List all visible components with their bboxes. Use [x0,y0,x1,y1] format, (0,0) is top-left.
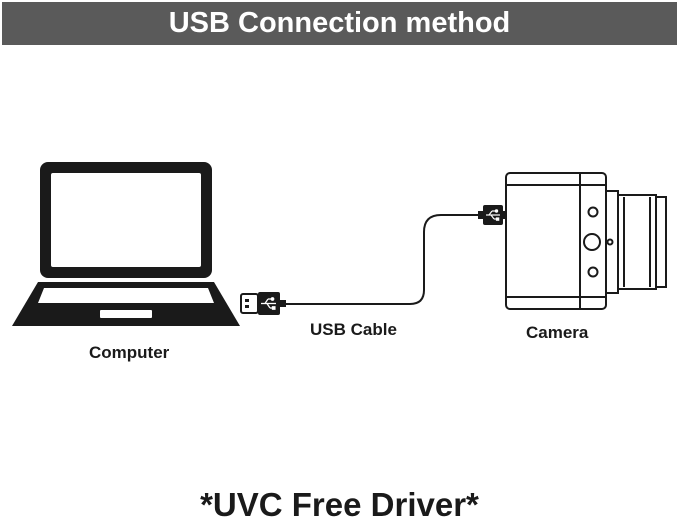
micro-usb-plug-icon [478,205,507,225]
usb-cable-label: USB Cable [310,320,397,339]
laptop-icon [12,162,240,326]
usb-icon [261,297,276,310]
usb-a-plug-icon [240,292,286,315]
computer-label: Computer [89,343,170,362]
camera-label: Camera [526,323,589,342]
camera-icon [505,172,667,310]
page-title: USB Connection method [168,7,511,39]
driver-note: *UVC Free Driver* [200,486,479,523]
header-banner: USB Connection method [2,2,677,45]
usb-cable [286,214,478,305]
